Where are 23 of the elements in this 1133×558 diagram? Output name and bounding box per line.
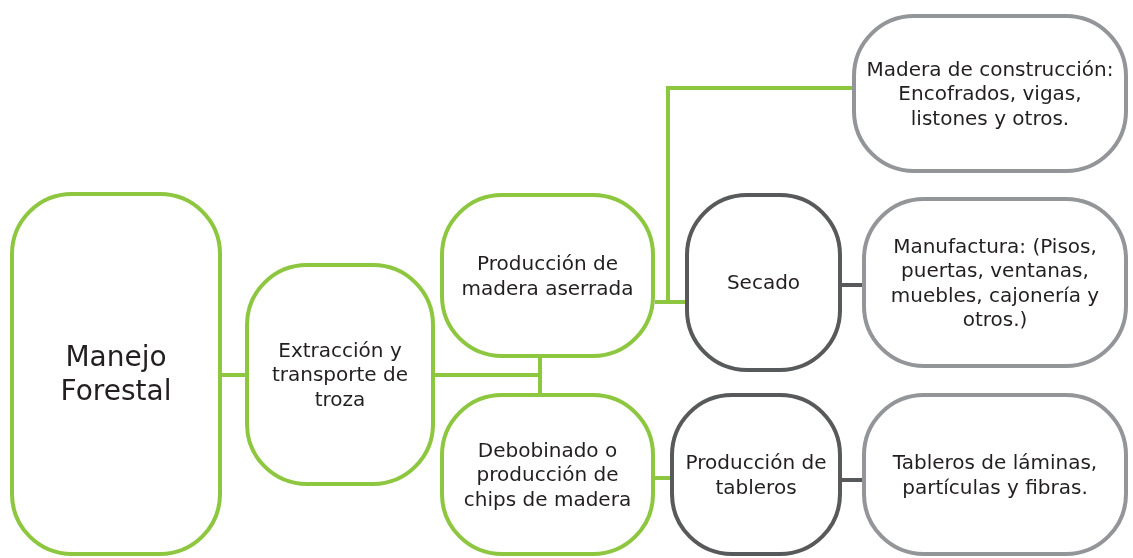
rounded-process-box: [10, 192, 222, 556]
connector-line: [435, 373, 542, 393]
node-label: Manufactura: (Pisos, puertas, ventanas, muebles, cajonería y otros.): [889, 233, 1101, 332]
node-label: Producción de tableros: [684, 450, 828, 499]
node-label: Extracción y transporte de troza: [270, 337, 410, 412]
rounded-process-box: [440, 393, 655, 556]
rounded-process-box: [440, 193, 655, 358]
node-label: Manejo Forestal: [59, 339, 173, 409]
rounded-process-box: [685, 193, 842, 372]
rounded-process-box: [862, 197, 1128, 368]
connector-line: [222, 373, 245, 377]
node-label: Tableros de láminas, partículas y fibras.: [891, 450, 1099, 499]
node-label: Secado: [725, 270, 802, 295]
connector-line: [655, 86, 852, 304]
connector-line: [842, 478, 862, 482]
node-label: Madera de construcción: Encofrados, vigas, listones y otros.: [865, 56, 1115, 131]
rounded-process-box: [670, 393, 842, 556]
rounded-process-box: [245, 263, 435, 486]
connector-line: [842, 283, 862, 287]
node-label: Producción de madera aserrada: [460, 251, 635, 300]
rounded-process-box: [862, 393, 1128, 556]
node-label: Debobinado o producción de chips de madera: [462, 437, 633, 512]
connector-line: [655, 476, 670, 480]
